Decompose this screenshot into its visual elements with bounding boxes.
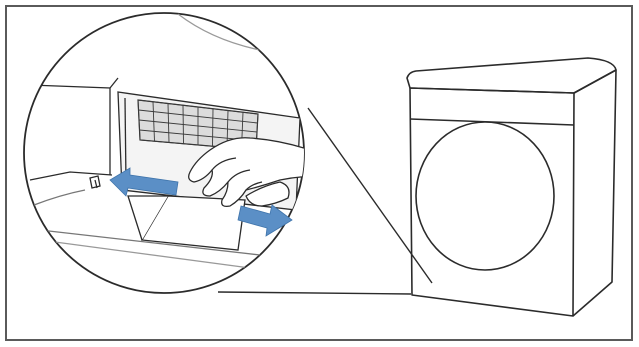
dryer-appliance [407, 58, 616, 316]
magnified-filter-detail [24, 13, 320, 293]
dryer-door [416, 122, 554, 270]
